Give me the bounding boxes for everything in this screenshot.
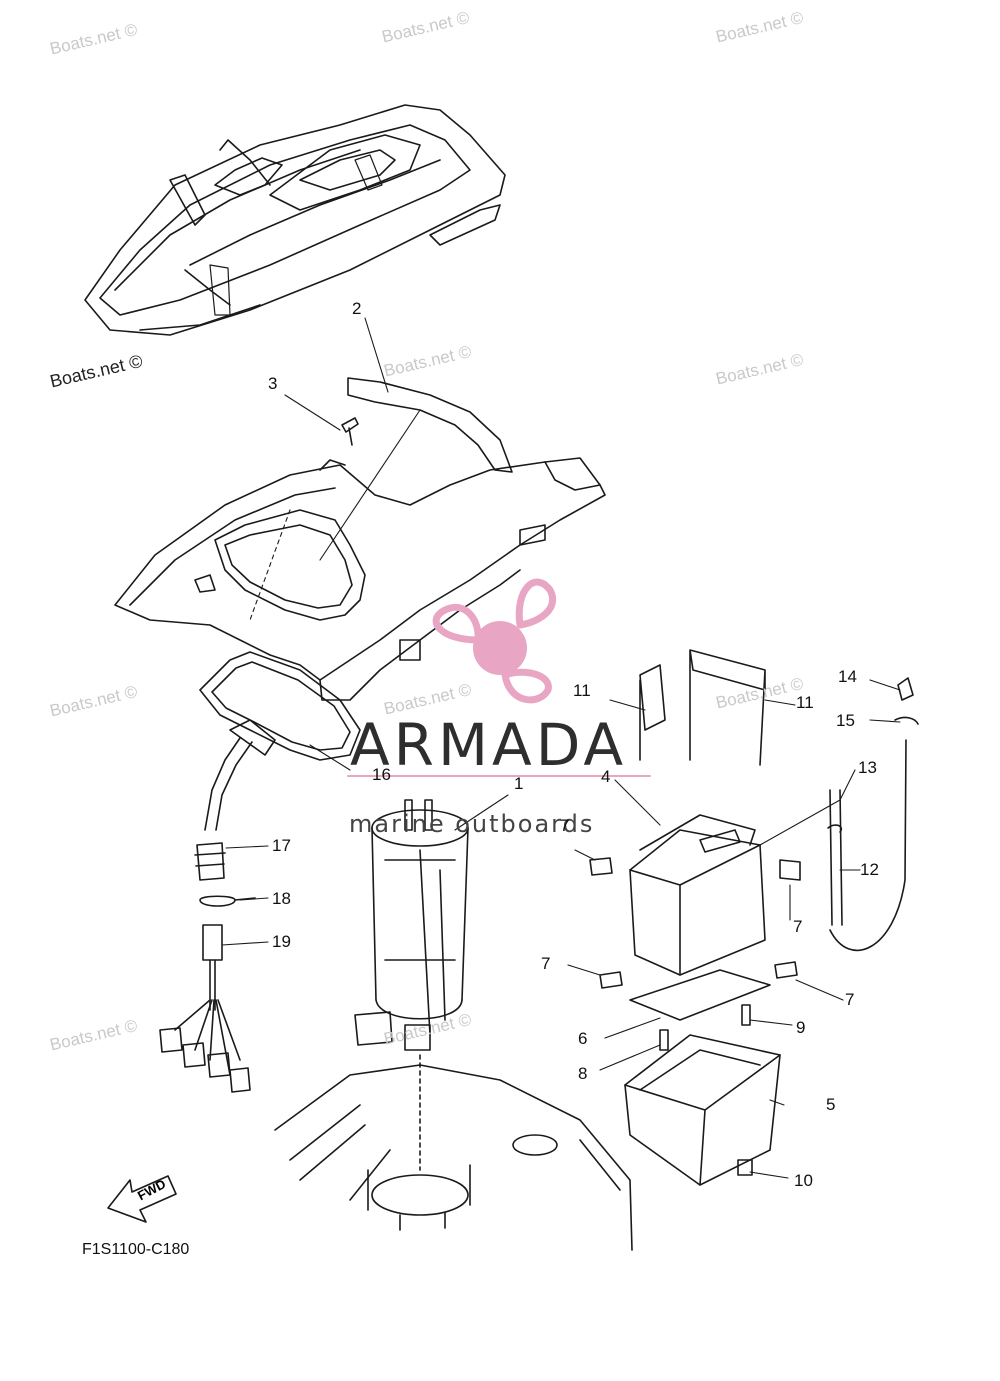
callout-1: 1	[514, 774, 524, 793]
callout-15: 15	[836, 711, 855, 730]
hose-assembly	[159, 737, 256, 1093]
callout-7c: 7	[541, 954, 551, 973]
callout-2: 2	[352, 299, 362, 318]
battery-part-4	[629, 814, 766, 976]
callout-7a: 7	[560, 816, 570, 835]
callout-14: 14	[838, 667, 857, 686]
callout-11b: 11	[796, 693, 814, 712]
callout-7d: 7	[845, 990, 855, 1009]
bolt-part-3	[341, 417, 359, 446]
callout-6: 6	[578, 1029, 588, 1048]
callout-3: 3	[268, 374, 278, 393]
fuel-pump-part-1	[354, 799, 469, 1051]
mat-part-6	[629, 969, 771, 1021]
callout-7b: 7	[793, 917, 803, 936]
watercraft-illustration	[84, 104, 506, 336]
callout-17: 17	[272, 836, 291, 855]
callout-13: 13	[858, 758, 877, 777]
callout-8: 8	[578, 1064, 588, 1083]
callout-10: 10	[794, 1171, 813, 1190]
fwd-arrow-icon	[107, 1175, 177, 1223]
battery-box-part-5	[624, 1034, 781, 1186]
callout-18: 18	[272, 889, 291, 908]
brand-name: ARMADA	[350, 711, 628, 779]
callout-19: 19	[272, 932, 291, 951]
callout-5: 5	[826, 1095, 836, 1114]
leader-lines	[221, 317, 901, 1179]
battery-strap-part-11	[639, 649, 766, 766]
brand-tagline: marine outboards	[349, 810, 595, 838]
small-parts	[589, 677, 919, 1176]
tank-base	[274, 1054, 633, 1251]
callout-16: 16	[372, 765, 391, 784]
brand-logo-icon	[432, 578, 557, 704]
callout-11a: 11	[573, 681, 591, 700]
hatch-gasket-part-16	[199, 651, 361, 761]
deck-hatch-frame	[114, 457, 606, 701]
seal-part-2	[347, 377, 513, 473]
callout-4: 4	[601, 767, 611, 786]
callout-12: 12	[860, 860, 879, 879]
reference-code: F1S1100-C180	[82, 1241, 190, 1258]
callout-9: 9	[796, 1018, 806, 1037]
